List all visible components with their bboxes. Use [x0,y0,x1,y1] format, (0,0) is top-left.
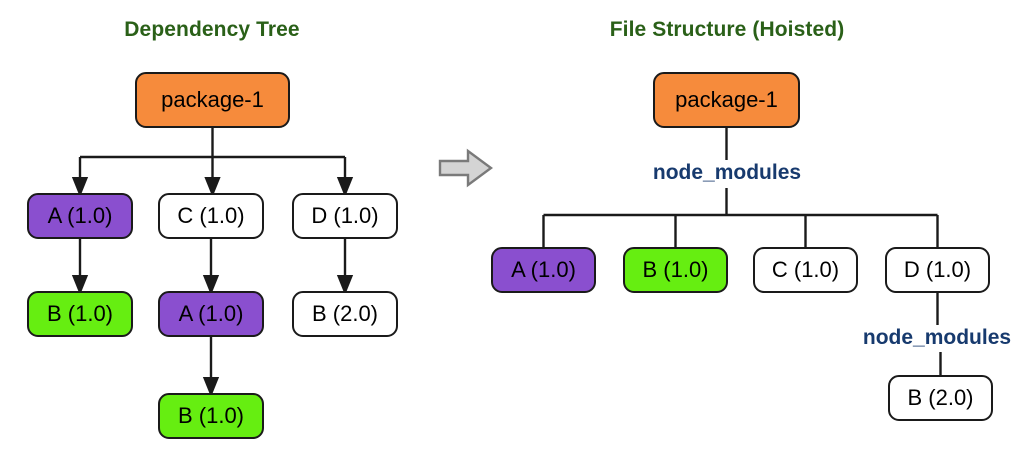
node-a-1-0-fs[interactable]: A (1.0) [491,247,596,293]
node-d-1-0-fs[interactable]: D (1.0) [885,247,990,293]
node-c-1-0-fs[interactable]: C (1.0) [753,247,858,293]
node-d-1-0-dep[interactable]: D (1.0) [292,193,398,239]
node-package-1-fs[interactable]: package-1 [653,72,800,128]
left-tree-edges [71,128,354,398]
node-b-1-0-under-a2-dep[interactable]: B (1.0) [158,393,264,439]
right-arrow-icon [438,148,493,188]
node-b-2-0-fs[interactable]: B (2.0) [888,375,993,421]
left-panel-title: Dependency Tree [124,18,300,41]
right-panel-title: File Structure (Hoisted) [609,18,845,41]
node-b-1-0-fs[interactable]: B (1.0) [623,247,728,293]
node-c-1-0-dep[interactable]: C (1.0) [158,193,264,239]
node-b-1-0-under-a-dep[interactable]: B (1.0) [27,291,133,337]
node-package-1-dep[interactable]: package-1 [135,72,290,128]
node-a-1-0-dep[interactable]: A (1.0) [27,193,133,239]
dir-label-node-modules-nested: node_modules [862,326,1012,349]
node-a-1-0-under-c-dep[interactable]: A (1.0) [158,291,264,337]
dir-label-node-modules-root: node_modules [652,161,802,184]
node-b-2-0-under-d-dep[interactable]: B (2.0) [292,291,398,337]
